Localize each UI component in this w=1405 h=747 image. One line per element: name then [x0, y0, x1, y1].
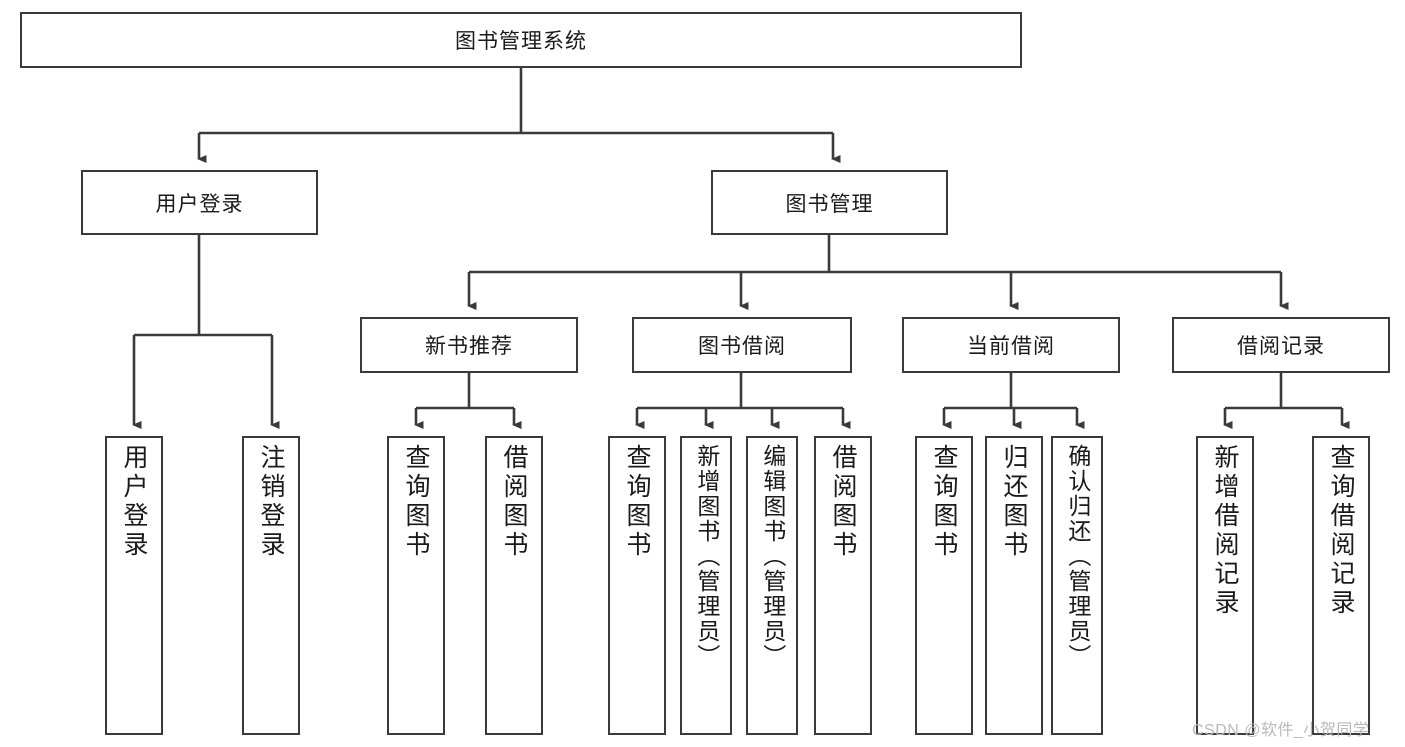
leaf-user-login-label: 用户登录: [120, 444, 148, 560]
node-user-login-label: 用户登录: [155, 192, 244, 216]
leaf-edit-book-admin-label: 编辑图书（管理员）: [759, 444, 786, 669]
leaf-logout-label: 注销登录: [257, 444, 285, 560]
leaf-borrow-book-borrow-label: 借阅图书: [829, 444, 857, 560]
leaf-user-login[interactable]: 用户登录: [105, 436, 163, 735]
leaf-query-book-rec[interactable]: 查询图书: [387, 436, 445, 735]
leaf-query-book-borrow-label: 查询图书: [623, 444, 651, 560]
leaf-query-book-current-label: 查询图书: [930, 444, 958, 560]
node-borrow-record[interactable]: 借阅记录: [1172, 317, 1390, 373]
leaf-return-book[interactable]: 归还图书: [985, 436, 1043, 735]
leaf-confirm-return-admin[interactable]: 确认归还（管理员）: [1051, 436, 1103, 735]
node-user-login[interactable]: 用户登录: [81, 170, 318, 235]
leaf-borrow-book-borrow[interactable]: 借阅图书: [814, 436, 872, 735]
node-current-borrow-label: 当前借阅: [967, 335, 1055, 358]
watermark: CSDN @软件_小贺同学: [1192, 722, 1370, 739]
leaf-query-book-rec-label: 查询图书: [402, 444, 430, 560]
leaf-query-borrow-record[interactable]: 查询借阅记录: [1312, 436, 1370, 735]
leaf-add-book-admin-label: 新增图书（管理员）: [693, 444, 720, 669]
node-root-label: 图书管理系统: [455, 30, 587, 53]
node-current-borrow[interactable]: 当前借阅: [902, 317, 1120, 373]
node-book-management-label: 图书管理: [785, 192, 874, 216]
leaf-add-borrow-record[interactable]: 新增借阅记录: [1196, 436, 1254, 735]
node-borrow-record-label: 借阅记录: [1237, 335, 1325, 358]
node-book-borrow[interactable]: 图书借阅: [632, 317, 852, 373]
leaf-add-book-admin[interactable]: 新增图书（管理员）: [680, 436, 732, 735]
node-book-borrow-label: 图书借阅: [698, 335, 786, 358]
leaf-confirm-return-admin-label: 确认归还（管理员）: [1064, 444, 1091, 669]
leaf-query-borrow-record-label: 查询借阅记录: [1327, 444, 1355, 618]
leaf-logout[interactable]: 注销登录: [242, 436, 300, 735]
leaf-query-book-borrow[interactable]: 查询图书: [608, 436, 666, 735]
leaf-return-book-label: 归还图书: [1000, 444, 1028, 560]
node-book-management[interactable]: 图书管理: [711, 170, 948, 235]
leaf-borrow-book-rec[interactable]: 借阅图书: [485, 436, 543, 735]
node-root[interactable]: 图书管理系统: [20, 12, 1022, 68]
leaf-borrow-book-rec-label: 借阅图书: [500, 444, 528, 560]
node-new-book-recommend-label: 新书推荐: [425, 335, 513, 358]
leaf-edit-book-admin[interactable]: 编辑图书（管理员）: [746, 436, 798, 735]
leaf-add-borrow-record-label: 新增借阅记录: [1211, 444, 1239, 618]
node-new-book-recommend[interactable]: 新书推荐: [360, 317, 578, 373]
leaf-query-book-current[interactable]: 查询图书: [915, 436, 973, 735]
